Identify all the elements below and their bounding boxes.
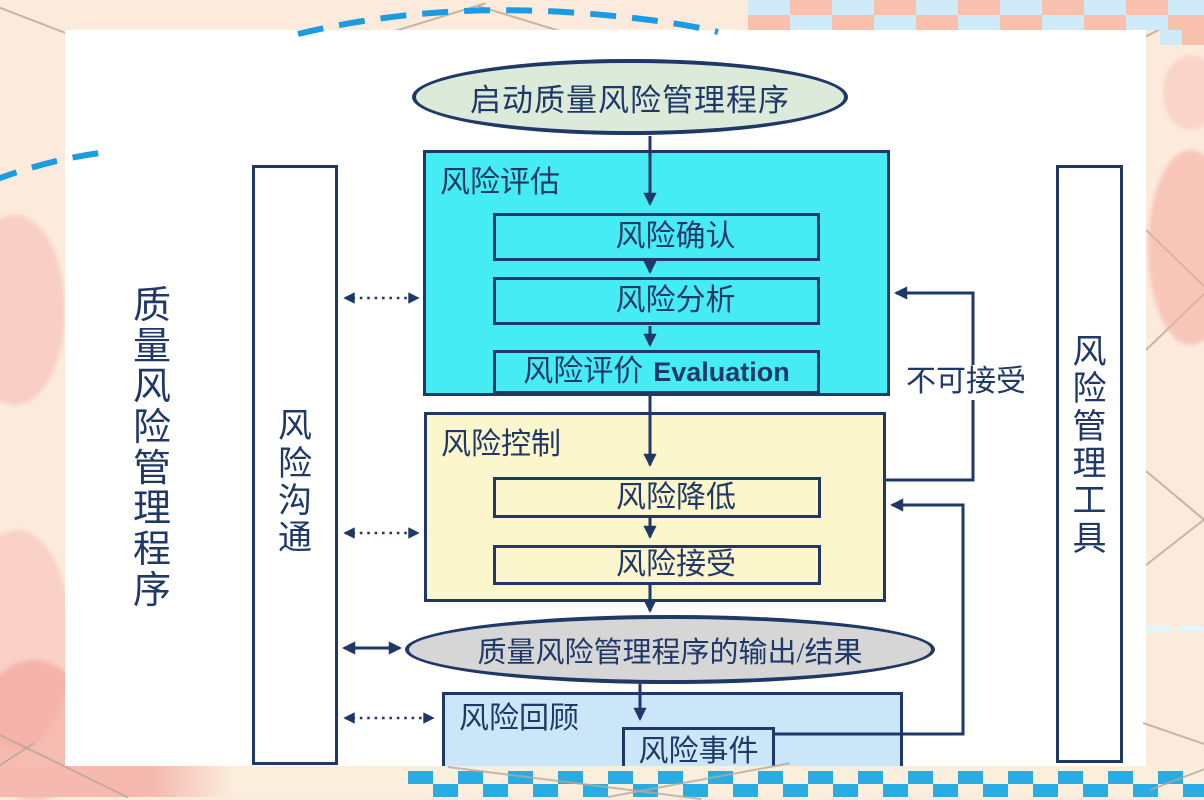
risk-control-label: 风险控制 xyxy=(441,428,561,461)
output-ellipse-label: 质量风险管理程序的输出/结果 xyxy=(477,636,863,669)
risk-review-box: 风险回顾 风险事件 xyxy=(442,692,903,777)
risk-reduction-label: 风险降低 xyxy=(616,480,736,514)
decor-diagonal-line xyxy=(394,2,487,32)
risk-evaluation-label-en: Evaluation xyxy=(653,356,790,387)
risk-control-box: 风险控制 风险降低 风险接受 xyxy=(424,412,886,602)
risk-evaluation-box: 风险评价 Evaluation xyxy=(493,350,820,394)
risk-analysis-box: 风险分析 xyxy=(493,277,820,325)
risk-tools-label: 风险管理工具 xyxy=(1072,333,1107,558)
watercolor-blob xyxy=(1148,150,1204,345)
unacceptable-label: 不可接受 xyxy=(902,365,1030,400)
risk-event-label: 风险事件 xyxy=(638,735,759,768)
risk-review-label: 风险回顾 xyxy=(459,702,579,735)
risk-reduction-box: 风险降低 xyxy=(493,477,821,518)
risk-evaluation-label-zh: 风险评价 xyxy=(523,355,644,388)
top-right-checker xyxy=(748,0,1204,30)
risk-identification-label: 风险确认 xyxy=(615,220,736,253)
vertical-title: 质量风险管理程序 xyxy=(132,285,171,612)
risk-tools-box: 风险管理工具 xyxy=(1056,165,1123,763)
risk-communication-box: 风险沟通 xyxy=(252,165,338,765)
bottom-decor-band xyxy=(0,766,1204,797)
top-right-checker-tail xyxy=(1160,30,1204,45)
start-ellipse: 启动质量风险管理程序 xyxy=(412,59,848,135)
risk-acceptance-box: 风险接受 xyxy=(493,545,821,585)
watercolor-blob xyxy=(1163,55,1204,130)
risk-communication-label: 风险沟通 xyxy=(278,408,312,558)
risk-analysis-label: 风险分析 xyxy=(615,284,736,317)
watercolor-blob xyxy=(0,215,65,405)
output-ellipse: 质量风险管理程序的输出/结果 xyxy=(405,615,935,684)
risk-identification-box: 风险确认 xyxy=(493,213,820,261)
risk-assessment-box: 风险评估 风险确认 风险分析 风险评价 Evaluation xyxy=(423,150,890,396)
decor-diagonal-line xyxy=(1145,515,1204,566)
bottom-checker xyxy=(408,771,1204,797)
start-ellipse-label: 启动质量风险管理程序 xyxy=(470,82,790,118)
decor-diagonal-line xyxy=(1142,722,1204,746)
decor-diagonal-line xyxy=(1145,470,1204,524)
risk-acceptance-label: 风险接受 xyxy=(616,548,736,581)
risk-assessment-label: 风险评估 xyxy=(440,166,560,199)
light-dashed-segment xyxy=(1145,626,1204,632)
